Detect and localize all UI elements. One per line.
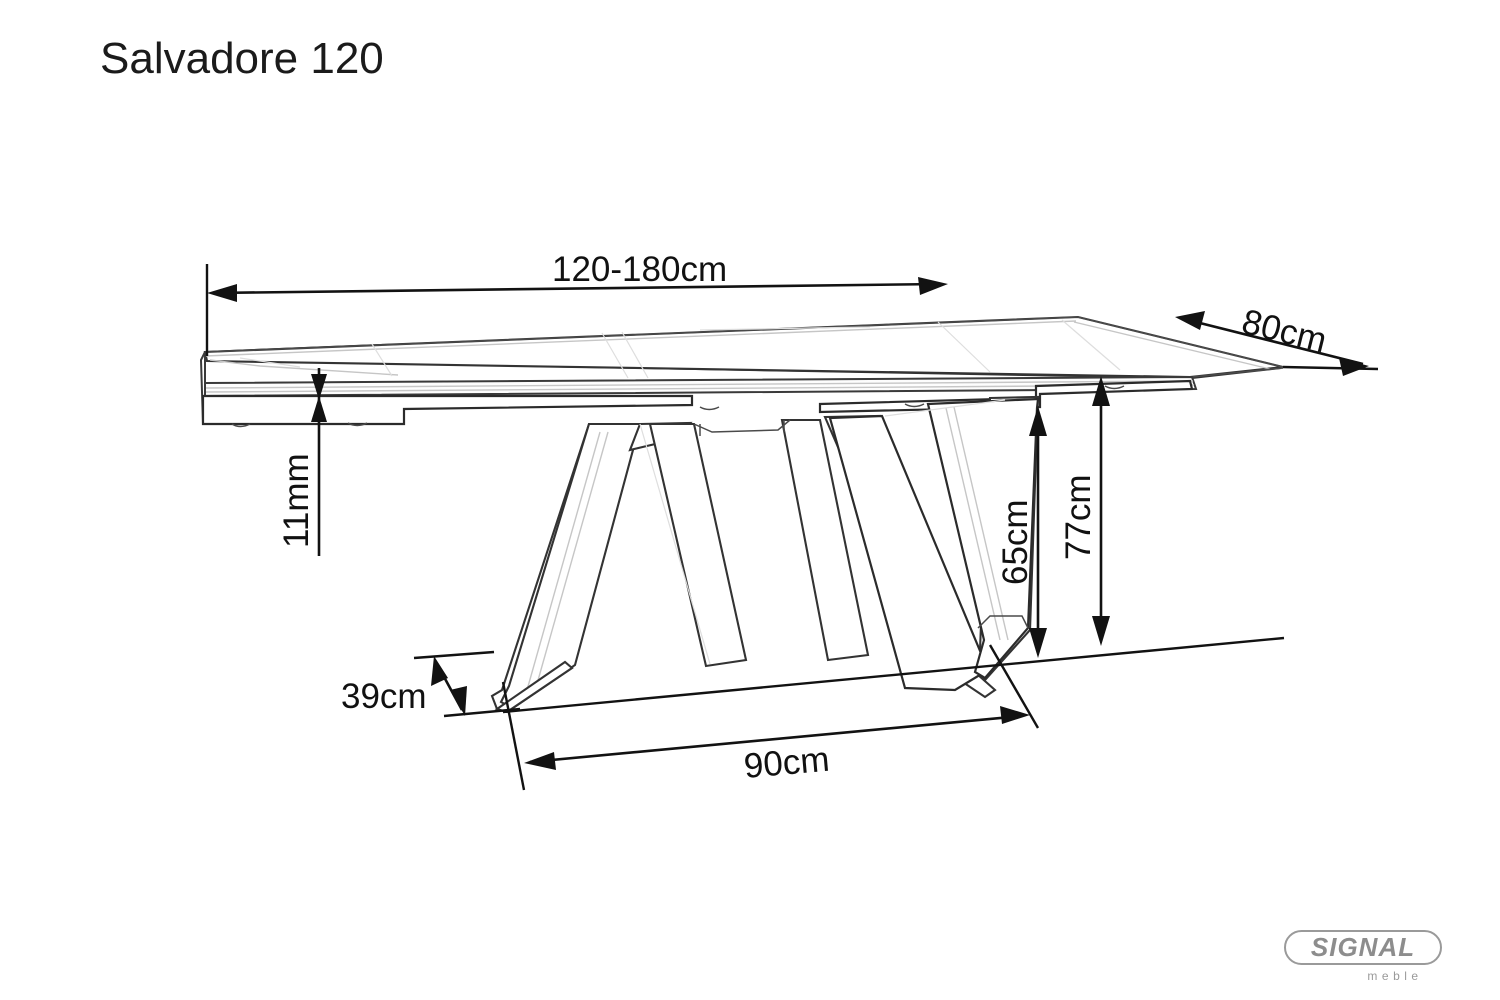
logo-brand-text: SIGNAL	[1311, 932, 1415, 962]
depth-label: 80cm	[1238, 302, 1330, 361]
tabletop-seam-left	[209, 359, 399, 376]
leg-left-highlight	[526, 431, 601, 691]
depth-arrow-upper-left	[1175, 311, 1205, 330]
foot-ext-top	[413, 650, 495, 660]
tabletop-rear-edge-2	[204, 320, 1077, 357]
height-label: 77cm	[1059, 474, 1098, 560]
page-title: Salvadore 120	[100, 34, 384, 83]
thickness-arrow-up	[311, 396, 327, 422]
apron-nub-5	[1104, 385, 1125, 390]
leg-center-left	[648, 422, 748, 668]
tabletop-seam-right-2	[1061, 319, 1121, 371]
table-illustration	[199, 315, 1285, 714]
depth-arrow-lower-right	[1339, 358, 1369, 376]
base-dim-line	[529, 714, 1023, 764]
logo-oval-outline	[1284, 930, 1442, 965]
thickness-label: 11mm	[277, 453, 316, 548]
leg-perspective-1	[639, 423, 711, 665]
leg-right-highlight-2	[953, 406, 1009, 641]
center-v-joint	[693, 419, 791, 433]
dimension-foot-depth: 39cm	[341, 650, 521, 718]
leg-right-body	[828, 414, 990, 692]
dimension-top-thickness: 11mm	[277, 368, 327, 556]
apron-nub-1	[231, 423, 251, 428]
depth-dim-line	[1179, 316, 1364, 366]
dimension-base-width: 90cm	[501, 644, 1040, 791]
depth-ext-line	[1282, 365, 1379, 371]
width-dim-line	[212, 282, 941, 295]
width-label: 120-180cm	[552, 250, 727, 289]
tabletop-top-plane	[203, 315, 1284, 379]
apron-nub-4	[904, 403, 925, 408]
thickness-arrow-down	[311, 374, 327, 400]
tabletop-grain-1	[239, 357, 301, 368]
apron-nub-2	[347, 422, 368, 427]
dimension-width: 120-180cm	[205, 250, 948, 356]
tabletop-right-edge-inner	[1073, 321, 1271, 370]
logo-tagline-text: meble	[1367, 969, 1422, 983]
brand-logo: SIGNAL meble	[1284, 930, 1442, 983]
leg-right-highlight	[945, 407, 1001, 641]
leg-perspective-2	[884, 399, 1006, 417]
tabletop-grain-2	[699, 326, 871, 331]
height-arrow-down	[1092, 616, 1110, 646]
dimension-clearance: 65cm	[996, 406, 1047, 658]
base-ext-left	[501, 681, 526, 791]
leg-right-notch	[977, 615, 1029, 629]
base-arrow-left	[524, 752, 556, 770]
foot-arrow-up	[431, 656, 448, 686]
apron-left	[201, 394, 694, 426]
tabletop-edge-line-b	[205, 384, 1195, 393]
height-arrow-up	[1092, 376, 1110, 406]
leg-right-body-2	[926, 397, 1040, 680]
tabletop-seam-mid	[601, 332, 629, 379]
dimension-total-height: 77cm	[1059, 376, 1110, 646]
tabletop-edge-line-a	[204, 380, 1194, 389]
clearance-arrow-up	[1029, 406, 1047, 436]
width-arrow-left	[207, 284, 237, 302]
base-arrow-right	[1000, 706, 1030, 724]
leg-center-right	[780, 418, 870, 662]
tabletop-rear-edge	[204, 316, 1079, 353]
base-ext-right	[988, 644, 1040, 729]
foot-arrow-down	[450, 686, 467, 716]
clearance-label: 65cm	[996, 499, 1035, 585]
tabletop-seam-mid-2	[621, 331, 649, 379]
tabletop-right-edge	[1077, 316, 1284, 368]
width-arrow-right	[918, 277, 948, 295]
clearance-arrow-down	[1029, 628, 1047, 658]
ground-line	[502, 636, 1285, 714]
foot-depth-label: 39cm	[341, 677, 427, 716]
leg-left-highlight-2	[534, 431, 609, 692]
tabletop-seam-left-2	[371, 343, 393, 377]
base-width-label: 90cm	[742, 740, 831, 786]
tabletop-seam-right	[937, 321, 991, 373]
apron-nub-3	[699, 406, 720, 411]
